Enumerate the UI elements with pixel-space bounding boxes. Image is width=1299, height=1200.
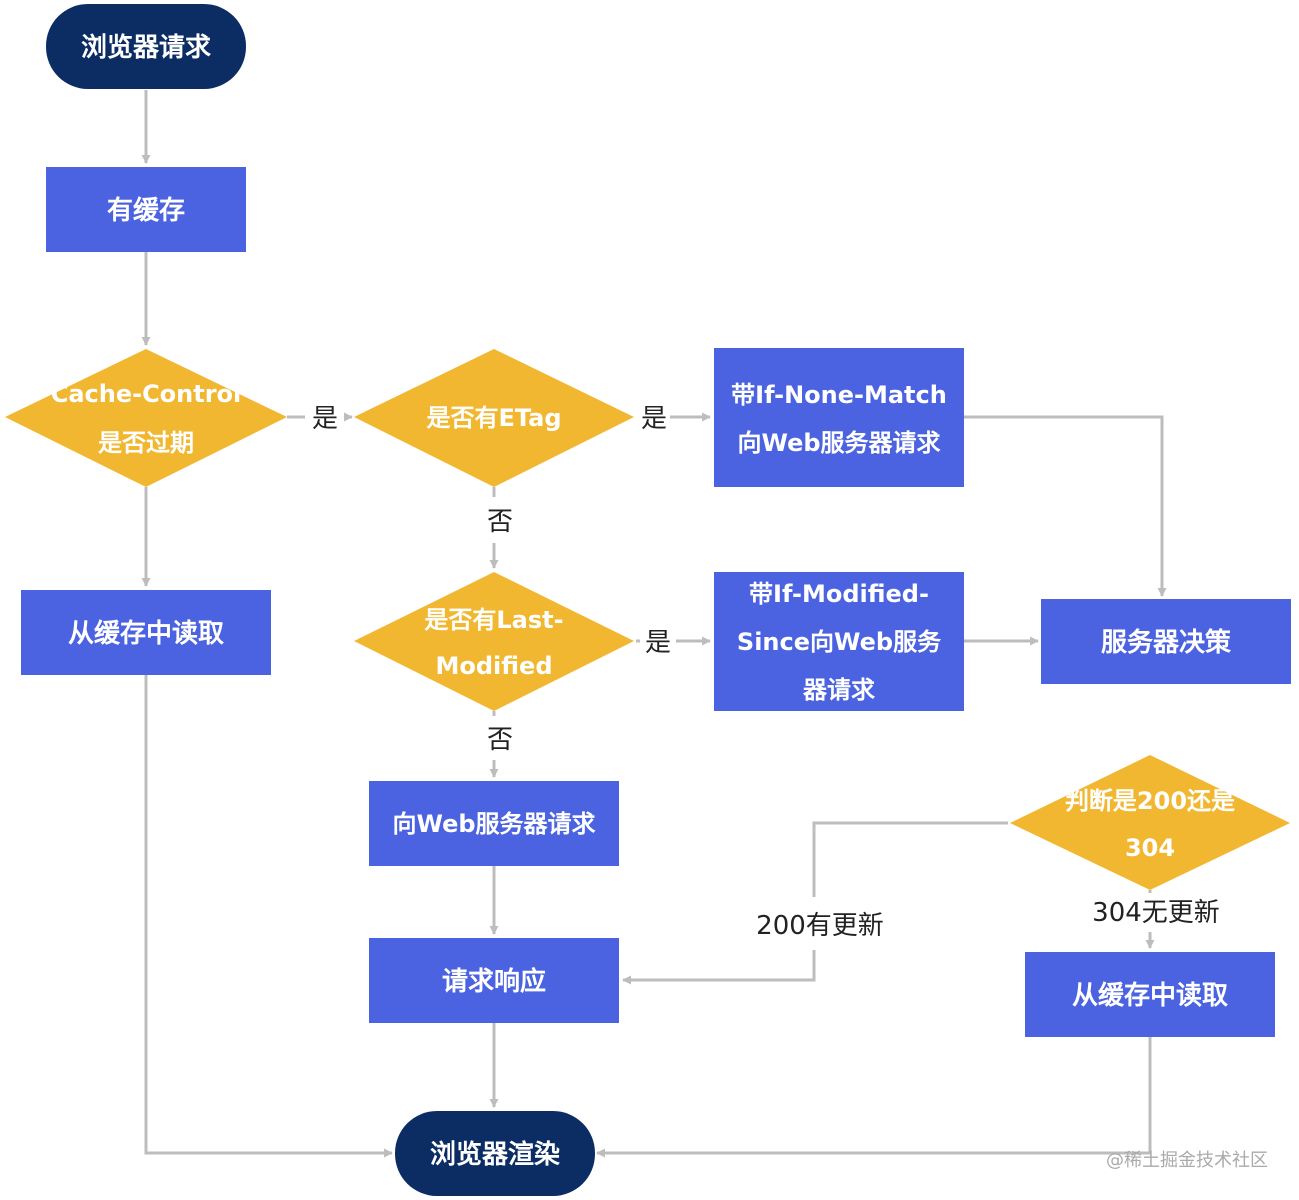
- edge-label-no-1: 否: [487, 507, 513, 537]
- node-request-response: 请求响应: [369, 938, 619, 1023]
- node-label: 浏览器请求: [81, 33, 211, 63]
- edge-label-no-2: 否: [487, 725, 513, 755]
- node-label-line-1: 带If-None-Match: [731, 381, 947, 409]
- node-label-line-1: 是否有Last-: [424, 606, 563, 634]
- node-browser-render: 浏览器渲染: [395, 1111, 595, 1196]
- node-label-line-2: 向Web服务器请求: [737, 429, 940, 457]
- process-shape: [369, 938, 619, 1023]
- edge-judge-to-response: [623, 821, 1008, 980]
- node-cache-control-expired: Cache-Control 是否过期: [5, 349, 287, 487]
- process-shape: [714, 348, 964, 487]
- terminal-shape: [46, 4, 246, 89]
- edge-label-yes-2: 是: [641, 404, 667, 434]
- edge-label-304-not-updated: 304无更新: [1092, 898, 1220, 928]
- node-label: 从缓存中读取: [1072, 980, 1228, 1011]
- edge-if-none-match-to-server-decision: [964, 415, 1167, 597]
- watermark-text: @稀土掘金技术社区: [1106, 1150, 1268, 1171]
- node-label-line-1: 判断是200还是: [1065, 787, 1235, 815]
- node-label: 是否有ETag: [426, 404, 561, 432]
- node-label-line-1: Cache-Control: [51, 380, 242, 408]
- process-shape: [21, 590, 271, 675]
- edge-label-yes-1: 是: [312, 404, 338, 434]
- node-browser-request: 浏览器请求: [46, 4, 246, 89]
- decision-shape: [354, 572, 634, 711]
- node-label: 浏览器渲染: [430, 1139, 560, 1170]
- node-request-web-server: 向Web服务器请求: [369, 781, 619, 866]
- edge-read-cache-2-to-render: [596, 1037, 1152, 1158]
- node-read-from-cache-1: 从缓存中读取: [21, 590, 271, 675]
- node-label-line-2: Modified: [435, 652, 552, 680]
- node-label: 从缓存中读取: [68, 618, 224, 649]
- edges: [141, 90, 1167, 1158]
- process-shape: [714, 572, 964, 711]
- node-if-none-match-request: 带If-None-Match 向Web服务器请求: [714, 348, 964, 487]
- process-shape: [1025, 952, 1275, 1037]
- node-read-from-cache-2: 从缓存中读取: [1025, 952, 1275, 1037]
- node-has-etag: 是否有ETag: [354, 349, 634, 487]
- edge-read-cache-1-to-render: [144, 675, 393, 1158]
- node-judge-200-or-304: 判断是200还是 304: [1010, 755, 1290, 890]
- decision-shape: [5, 349, 287, 487]
- node-label: 请求响应: [442, 966, 546, 997]
- process-shape: [1041, 599, 1291, 684]
- node-label: 服务器决策: [1101, 627, 1231, 658]
- node-label-line-3: 器请求: [802, 676, 875, 704]
- edge-label-yes-3: 是: [645, 628, 671, 658]
- node-has-cache: 有缓存: [46, 167, 246, 252]
- decision-shape: [1010, 755, 1290, 890]
- node-label-line-1: 带If-Modified-: [749, 580, 929, 608]
- terminal-shape: [395, 1111, 595, 1196]
- node-server-decision: 服务器决策: [1041, 599, 1291, 684]
- node-if-modified-since-request: 带If-Modified- Since向Web服务 器请求: [714, 572, 964, 711]
- node-has-last-modified: 是否有Last- Modified: [354, 572, 634, 711]
- node-label: 向Web服务器请求: [392, 810, 595, 838]
- node-label: 有缓存: [107, 195, 185, 226]
- decision-shape: [354, 349, 634, 487]
- edge-labels: 是 是 否 是 否 200有更新 304无更新: [312, 404, 1220, 941]
- process-shape: [46, 167, 246, 252]
- node-label-line-2: 是否过期: [98, 429, 194, 457]
- node-label-line-2: 304: [1125, 834, 1175, 862]
- process-shape: [369, 781, 619, 866]
- edge-label-200-updated: 200有更新: [756, 911, 884, 941]
- node-label-line-2: Since向Web服务: [737, 628, 942, 656]
